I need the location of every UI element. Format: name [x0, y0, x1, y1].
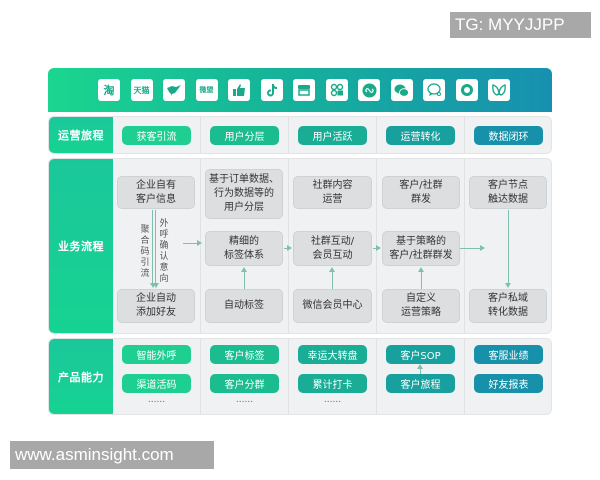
journey-row: 运营旅程 获客引流 用户分层 用户活跃 运营转化 数据闭环 [48, 116, 552, 154]
divider [376, 339, 377, 414]
products-label: 产品能力 [49, 339, 113, 414]
box-touchpoint-data: 客户节点 触达数据 [469, 176, 547, 209]
flow-line [460, 248, 480, 249]
arrow-down-icon [505, 283, 511, 288]
tmall-icon: 天猫 [130, 79, 153, 101]
stage-conversion[interactable]: 运营转化 [386, 126, 455, 145]
box-wechat-member-center: 微信会员中心 [293, 289, 372, 323]
box-conversion-data: 客户私域 转化数据 [469, 289, 547, 323]
taobao-icon: 淘 [98, 79, 120, 101]
divider [200, 117, 201, 153]
product-customer-journey[interactable]: 客户旅程 [386, 374, 455, 393]
aperture-icon [455, 79, 478, 101]
flow-line [420, 367, 421, 374]
box-own-customer-info: 企业自有 客户信息 [117, 176, 195, 209]
divider [200, 339, 201, 414]
box-community-interaction: 社群互动/ 会员互动 [293, 231, 372, 266]
mini-program-icon [358, 79, 380, 101]
box-tag-system: 精细的 标签体系 [205, 231, 283, 266]
box-mass-send: 客户/社群 群发 [382, 176, 460, 209]
arrow-down-icon [153, 283, 159, 288]
box-community-content: 社群内容 运营 [293, 176, 372, 209]
product-checkin[interactable]: 累计打卡 [298, 374, 367, 393]
product-service-performance[interactable]: 客服业绩 [474, 345, 543, 364]
product-friend-report[interactable]: 好友报表 [474, 374, 543, 393]
flow-line [152, 210, 153, 284]
arrow-right-icon [287, 245, 292, 251]
product-smart-call[interactable]: 智能外呼 [122, 345, 191, 364]
flow-line [508, 210, 509, 284]
box-user-segmentation: 基于订单数据、 行为数据等的 用户分层 [205, 169, 283, 219]
flow-line [332, 272, 333, 289]
divider [464, 117, 465, 153]
arrow-right-icon [480, 245, 485, 251]
flow-line [421, 272, 422, 289]
product-customer-tag[interactable]: 客户标签 [210, 345, 279, 364]
box-auto-tag: 自动标签 [205, 289, 283, 323]
divider [288, 339, 289, 414]
butterfly-icon [488, 79, 510, 101]
more-indicator: ...... [147, 395, 166, 405]
arrow-up-icon [329, 267, 335, 272]
business-label: 业务流程 [49, 159, 113, 333]
divider [464, 159, 465, 333]
stage-acquisition[interactable]: 获客引流 [122, 126, 191, 145]
business-row: 业务流程 企业自有 客户信息 企业自动 添加好友 聚合码引流 外呼确认意向 基于… [48, 158, 552, 334]
arrow-up-icon [418, 267, 424, 272]
watermark-top: TG: MYYJJPP [450, 12, 591, 38]
chat-bubble-icon [423, 79, 445, 101]
divider [288, 117, 289, 153]
divider [200, 159, 201, 333]
douyin-icon [260, 79, 283, 101]
bird-icon [163, 79, 185, 101]
arrow-right-icon [376, 245, 381, 251]
weimeng-icon: 微盟 [195, 79, 218, 101]
products-row: 产品能力 智能外呼 渠道活码 ...... 客户标签 客户分群 ...... 幸… [48, 338, 552, 415]
flow-line [155, 210, 156, 284]
stage-data-loop[interactable]: 数据闭环 [474, 126, 543, 145]
note-outbound-call: 外呼确认意向 [159, 219, 169, 284]
more-indicator: ...... [323, 395, 342, 405]
divider [464, 339, 465, 414]
product-channel-code[interactable]: 渠道活码 [122, 374, 191, 393]
box-custom-strategy: 自定义 运营策略 [382, 289, 460, 323]
flow-line [244, 272, 245, 289]
product-customer-group[interactable]: 客户分群 [210, 374, 279, 393]
divider [376, 117, 377, 153]
journey-label: 运营旅程 [49, 117, 113, 153]
watermark-bottom: www.asminsight.com [10, 441, 214, 469]
product-lucky-wheel[interactable]: 幸运大转盘 [298, 345, 367, 364]
stage-activation[interactable]: 用户活跃 [298, 126, 367, 145]
product-customer-sop[interactable]: 客户SOP [386, 345, 455, 364]
note-aggregate-code: 聚合码引流 [140, 225, 150, 279]
box-auto-add-friend: 企业自动 添加好友 [117, 289, 195, 323]
box-strategy-mass-send: 基于策略的 客户/社群群发 [382, 231, 460, 266]
store-icon [293, 79, 315, 101]
platform-bar: 淘 天猫 微盟 [48, 68, 552, 112]
wechat-icon [390, 79, 413, 101]
arrow-up-icon [417, 364, 423, 369]
flow-line [183, 243, 197, 244]
more-indicator: ...... [235, 395, 254, 405]
video-channel-icon [325, 79, 348, 101]
flow-line [284, 248, 288, 249]
arrow-up-icon [241, 267, 247, 272]
flow-line [373, 248, 377, 249]
arrow-right-icon [197, 240, 202, 246]
stage-segmentation[interactable]: 用户分层 [210, 126, 279, 145]
thumbs-up-icon [228, 79, 250, 101]
